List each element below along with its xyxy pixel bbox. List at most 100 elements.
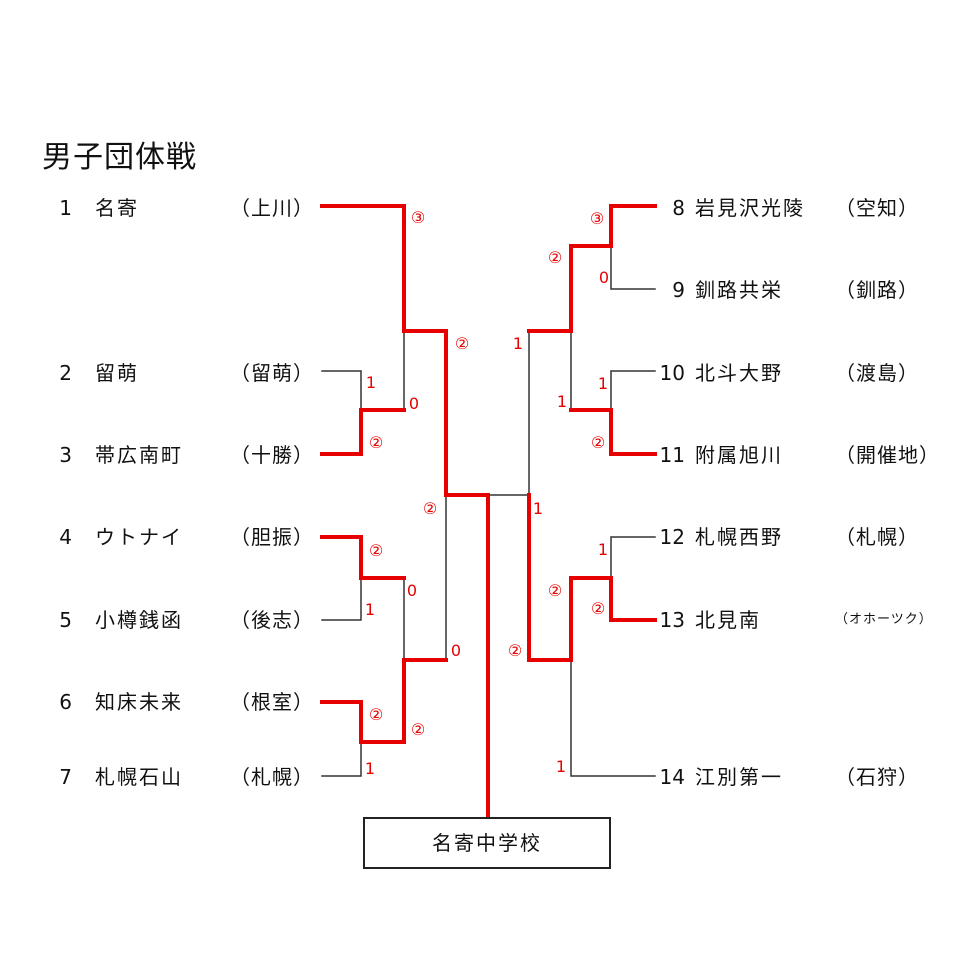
score: ② <box>508 641 522 660</box>
seed-number: 4 <box>59 525 72 549</box>
score: ② <box>411 720 425 739</box>
bracket-line <box>610 370 656 411</box>
seed-number: 8 <box>672 196 685 220</box>
winner-path <box>320 204 490 497</box>
team-name: 名寄 <box>95 196 139 220</box>
seed-number: 7 <box>59 765 72 789</box>
score: 1 <box>365 759 375 778</box>
team-entry: 2 留萌 （留萌） <box>50 358 313 388</box>
team-entry: 9 釧路共栄 （釧路） <box>655 275 955 305</box>
region-label: （十勝） <box>230 443 314 467</box>
seed-number: 5 <box>59 608 72 632</box>
region-label: （札幌） <box>230 765 314 789</box>
seed-number: 11 <box>659 443 685 467</box>
page-title: 男子団体戦 <box>42 140 197 175</box>
team-entry: 6 知床未来 （根室） <box>50 687 313 717</box>
score: 1 <box>556 757 566 776</box>
score: 0 <box>409 394 419 413</box>
score: ② <box>369 433 383 452</box>
bracket-line <box>610 245 656 290</box>
score: 0 <box>407 581 417 600</box>
team-name: 帯広南町 <box>95 443 183 467</box>
seed-number: 2 <box>59 361 72 385</box>
seed-number: 3 <box>59 443 72 467</box>
bracket-line <box>321 370 362 411</box>
team-name: 岩見沢光陵 <box>695 196 805 220</box>
bracket-line <box>321 741 362 777</box>
score: ② <box>423 499 437 518</box>
score: 1 <box>513 334 523 353</box>
team-entry: 11 附属旭川 （開催地） <box>655 440 955 470</box>
score: 1 <box>366 373 376 392</box>
team-entry: 12 札幌西野 （札幌） <box>655 522 955 552</box>
seed-number: 13 <box>659 608 685 632</box>
winner-path <box>320 658 448 744</box>
score: 1 <box>598 374 608 393</box>
team-name: 留萌 <box>95 361 139 385</box>
team-name: 北斗大野 <box>695 361 783 385</box>
score: 0 <box>599 268 609 287</box>
region-label: （後志） <box>230 608 314 632</box>
region-label: （開催地） <box>835 443 940 467</box>
region-label: （札幌） <box>835 525 919 549</box>
seed-number: 14 <box>659 765 685 789</box>
seed-number: 1 <box>59 196 72 220</box>
team-name: 江別第一 <box>695 765 783 789</box>
score: ② <box>591 433 605 452</box>
region-label: （留萌） <box>230 361 314 385</box>
score: ② <box>369 541 383 560</box>
score: ③ <box>590 209 604 228</box>
team-name: 附属旭川 <box>695 443 783 467</box>
seed-number: 6 <box>59 690 72 714</box>
team-entry: 7 札幌石山 （札幌） <box>50 762 313 792</box>
score: ② <box>548 248 562 267</box>
winner-path <box>320 408 406 456</box>
score: ② <box>369 705 383 724</box>
team-name: 小樽銭函 <box>95 608 183 632</box>
score: ③ <box>411 208 425 227</box>
team-name: 札幌石山 <box>95 765 183 789</box>
region-label: （石狩） <box>835 765 919 789</box>
score: 0 <box>451 641 461 660</box>
region-label: （渡島） <box>835 361 919 385</box>
score: 1 <box>598 540 608 559</box>
winner-path <box>569 408 657 456</box>
team-name: 知床未来 <box>95 690 183 714</box>
seed-number: 12 <box>659 525 685 549</box>
region-label: （空知） <box>835 196 919 220</box>
team-name: 札幌西野 <box>695 525 783 549</box>
bracket-line <box>570 659 656 777</box>
score: 1 <box>557 392 567 411</box>
region-label: （根室） <box>230 690 314 714</box>
score: ② <box>455 334 469 353</box>
team-entry: 5 小樽銭函 （後志） <box>50 605 313 635</box>
team-entry: 10 北斗大野 （渡島） <box>655 358 955 388</box>
region-label: （釧路） <box>835 278 919 302</box>
bracket-line <box>610 536 656 579</box>
team-name: 釧路共栄 <box>695 278 783 302</box>
seed-number: 9 <box>672 278 685 302</box>
score: 1 <box>365 600 375 619</box>
bracket-line <box>321 577 362 621</box>
winner-path <box>527 493 657 662</box>
team-entry: 3 帯広南町 （十勝） <box>50 440 313 470</box>
winner-path <box>320 535 406 580</box>
losing-lines <box>321 245 656 777</box>
winner-path <box>527 204 657 333</box>
scores: ③ 1 ② ② 0 ② 1 0 ② 1 ② 0 ② ③ 0 ② 1 1 ② 1 … <box>365 208 609 778</box>
champion-box: 名寄中学校 <box>363 817 611 869</box>
region-label: （上川） <box>230 196 314 220</box>
seed-number: 10 <box>659 361 685 385</box>
region-label: （胆振） <box>230 525 314 549</box>
team-entry: 4 ウトナイ （胆振） <box>50 522 313 552</box>
team-entry: 1 名寄 （上川） <box>50 193 313 223</box>
score: ② <box>591 599 605 618</box>
score: 1 <box>533 499 543 518</box>
team-name: ウトナイ <box>95 525 183 549</box>
team-name: 北見南 <box>695 608 761 632</box>
winning-lines <box>320 204 657 819</box>
team-entry: 14 江別第一 （石狩） <box>655 762 955 792</box>
team-entry: 13 北見南 （オホーツク） <box>655 605 955 635</box>
team-entry: 8 岩見沢光陵 （空知） <box>655 193 955 223</box>
